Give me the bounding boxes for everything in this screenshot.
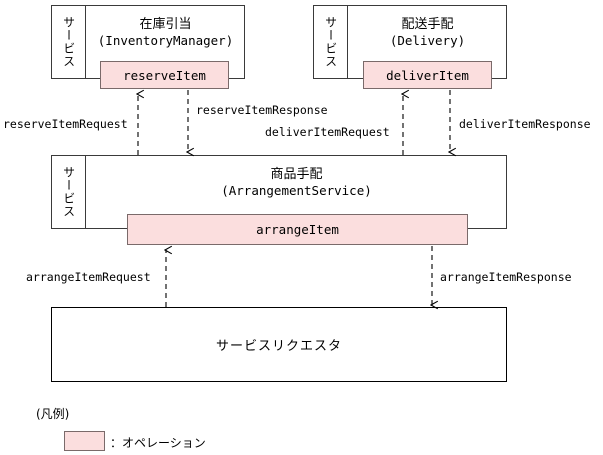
service-title-delivery: 配送手配 (Delivery) [348, 16, 507, 50]
service-title-inventory-manager: 在庫引当 (InventoryManager) [86, 16, 245, 50]
legend-operation-swatch [64, 431, 105, 451]
operation-deliver-item[interactable]: deliverItem [363, 61, 492, 89]
label-deliver-item-request: deliverItemRequest [265, 125, 390, 139]
service-title-jp: 配送手配 [401, 17, 454, 32]
service-tab-label: サービス [323, 16, 338, 68]
service-tab-inventory-manager: サービス [51, 5, 86, 79]
operation-arrange-item[interactable]: arrangeItem [127, 214, 468, 245]
service-tab-label: サービス [61, 16, 76, 68]
service-title-jp: 商品手配 [270, 167, 323, 182]
label-arrange-item-response: arrangeItemResponse [440, 270, 572, 284]
label-arrange-item-request: arrangeItemRequest [26, 270, 151, 284]
label-reserve-item-response: reserveItemResponse [196, 103, 328, 117]
legend-operation-label: ：オペレーション [110, 436, 206, 450]
service-tab-label: サービス [61, 166, 76, 218]
service-title-arrangement-service: 商品手配 (ArrangementService) [86, 166, 507, 200]
label-deliver-item-response: deliverItemResponse [459, 117, 591, 131]
label-reserve-item-request: reserveItemRequest [3, 117, 128, 131]
service-title-en: (Delivery) [389, 33, 466, 49]
service-requester-box: サービスリクエスタ [51, 307, 507, 382]
service-tab-delivery: サービス [313, 5, 348, 79]
service-tab-arrangement-service: サービス [51, 155, 86, 229]
legend-title: (凡例) [36, 407, 70, 421]
service-title-en: (InventoryManager) [97, 33, 234, 49]
service-title-en: (ArrangementService) [221, 183, 372, 199]
service-requester-label: サービスリクエスタ [215, 339, 342, 354]
operation-reserve-item[interactable]: reserveItem [100, 61, 229, 89]
service-title-jp: 在庫引当 [139, 17, 192, 32]
